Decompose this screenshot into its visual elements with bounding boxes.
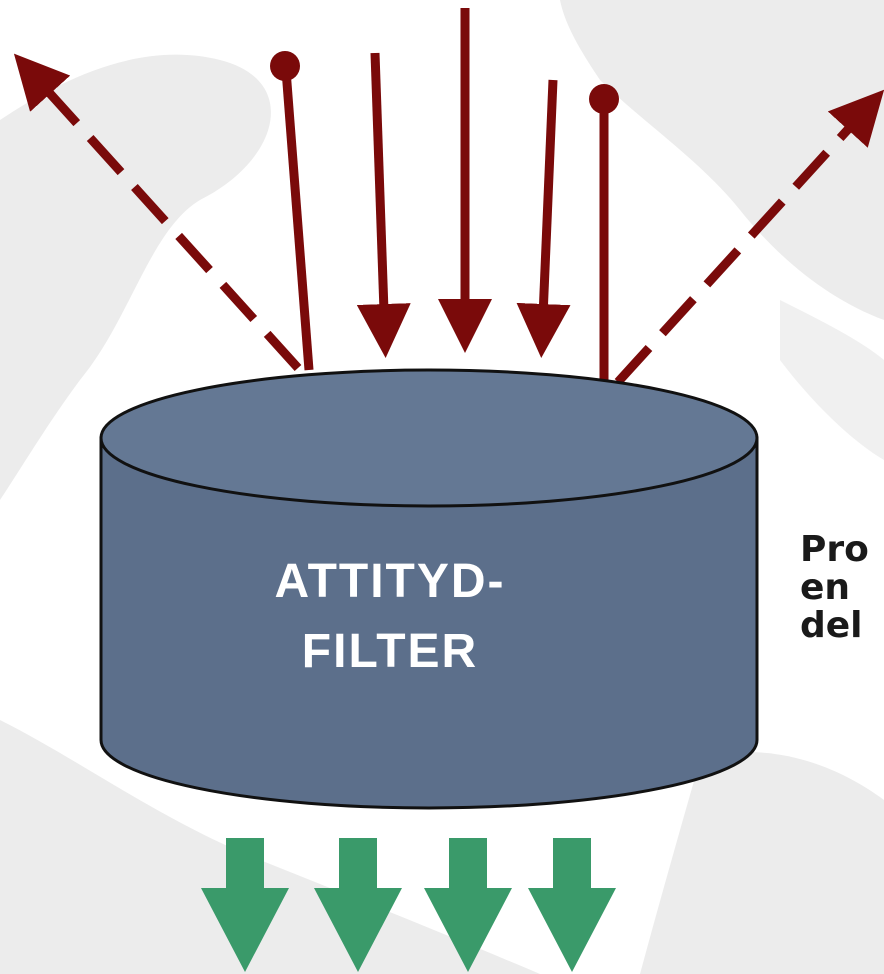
side-text-line2: en bbox=[800, 567, 851, 608]
side-text-line3: del bbox=[800, 605, 863, 646]
cylinder-top bbox=[99, 368, 759, 508]
incoming-stimuli bbox=[13, 8, 884, 386]
blocked-dot-2 bbox=[589, 84, 619, 114]
side-text-line1: Pro bbox=[800, 529, 869, 570]
filtered-outputs bbox=[201, 838, 616, 972]
incoming-arrow-3 bbox=[516, 79, 571, 358]
filter-label-line1: ATTITYD- bbox=[274, 555, 506, 608]
cylinder-body bbox=[99, 436, 759, 810]
attitude-filter-cylinder bbox=[99, 368, 759, 810]
output-arrow-4 bbox=[528, 838, 616, 972]
incoming-arrow-1 bbox=[356, 52, 411, 358]
filter-label-line2: FILTER bbox=[301, 625, 479, 678]
output-arrow-1 bbox=[201, 838, 289, 972]
blocked-dot-1 bbox=[270, 51, 300, 81]
output-arrow-3 bbox=[424, 838, 512, 972]
blocked-line-1 bbox=[281, 69, 314, 371]
reflected-arrow-left bbox=[13, 53, 302, 372]
output-arrow-2 bbox=[314, 838, 402, 972]
